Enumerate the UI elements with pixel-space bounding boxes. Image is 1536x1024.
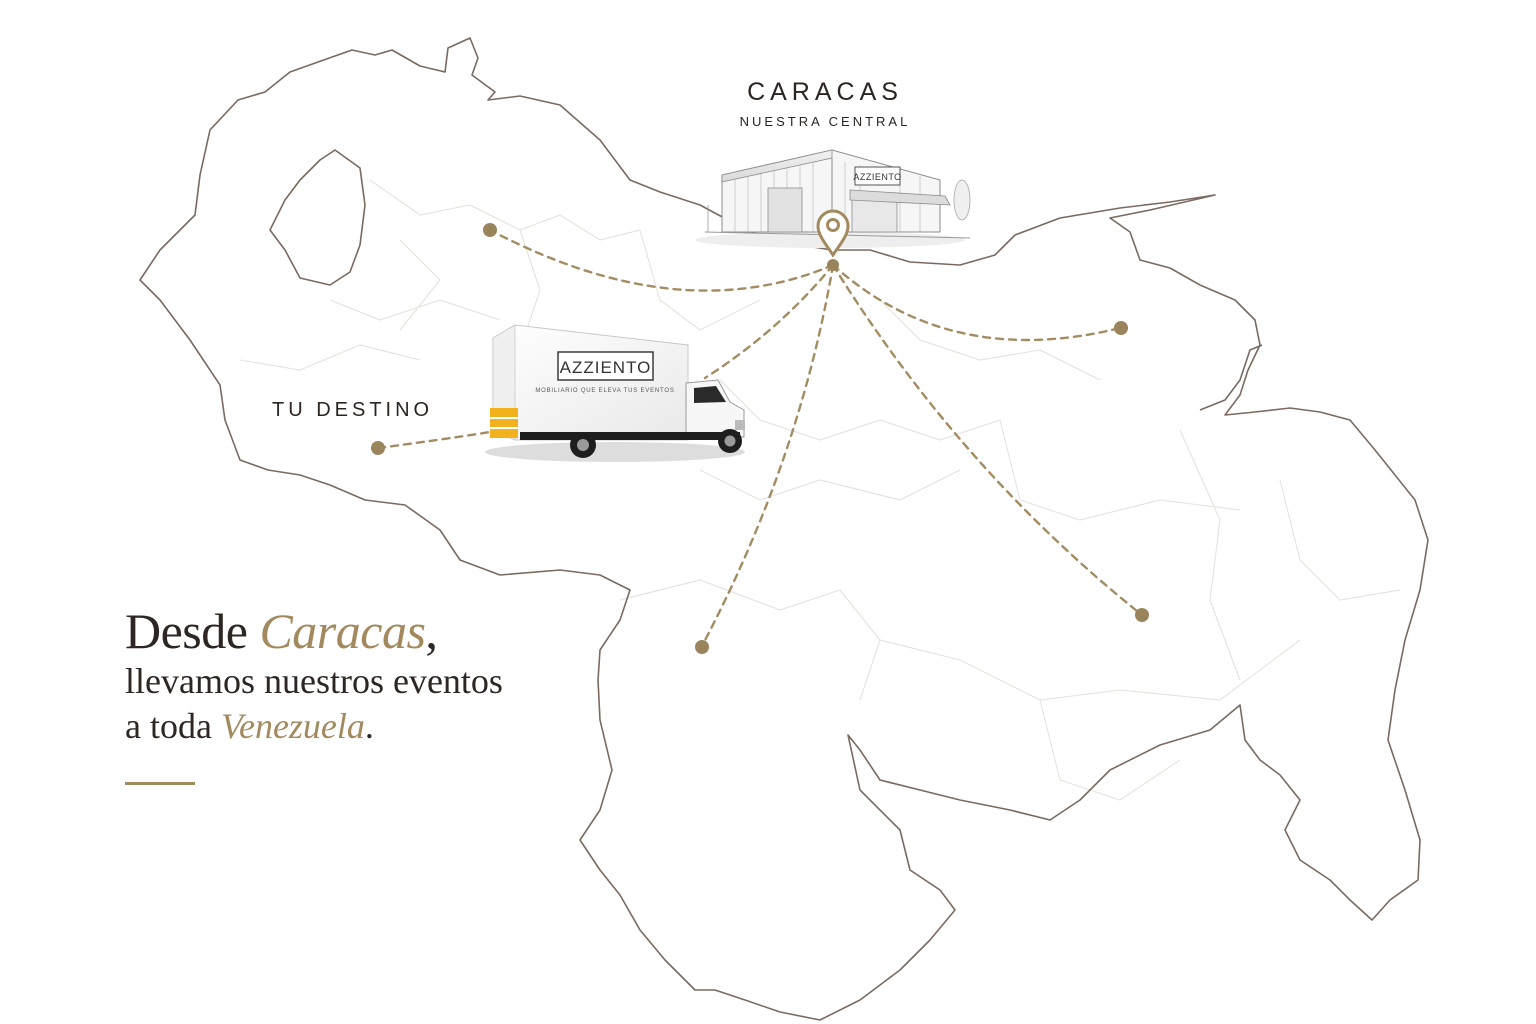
delivery-truck-illustration: AZZIENTO MOBILIARIO QUE ELEVA TUS EVENTO… — [485, 324, 745, 462]
caracas-subtitle: NUESTRA CENTRAL — [739, 114, 911, 129]
lake-maracaibo — [269, 149, 366, 286]
route-east — [831, 263, 1122, 342]
headline-prefix: Desde — [125, 603, 260, 659]
delivery-routes — [376, 228, 1144, 648]
route-west — [488, 228, 835, 292]
destination-dot-east — [1114, 321, 1128, 335]
destination-dot-south — [695, 640, 709, 654]
tu-destino-label: TU DESTINO — [272, 399, 434, 421]
accent-divider — [125, 782, 195, 785]
caracas-title: CARACAS — [747, 78, 903, 106]
headline-line3-prefix: a toda — [125, 706, 221, 746]
destination-dot-southeast — [1135, 608, 1149, 622]
route-south — [700, 263, 835, 648]
headline-line-3: a toda Venezuela. — [125, 704, 503, 749]
route-truck — [703, 263, 835, 380]
caracas-hub-dot — [827, 259, 839, 271]
headline-accent-venezuela: Venezuela — [220, 706, 365, 746]
truck-tagline: MOBILIARIO QUE ELEVA TUS EVENTOS — [535, 388, 674, 394]
warehouse-logo: AZZIENTO — [853, 172, 901, 182]
headline-line-1: Desde Caracas, — [125, 603, 503, 659]
route-southeast — [831, 263, 1144, 617]
orinoco-delta — [1199, 344, 1263, 411]
headline-line-2: llevamos nuestros eventos — [125, 661, 503, 701]
destination-dot-west — [483, 223, 497, 237]
headline: Desde Caracas, llevamos nuestros eventos… — [125, 603, 503, 749]
route-destination — [376, 430, 492, 450]
headline-comma: , — [425, 603, 438, 659]
tu-destino-dot — [371, 441, 385, 455]
truck-logo: AZZIENTO — [560, 358, 652, 377]
warehouse-illustration: AZZIENTO — [695, 149, 971, 248]
map-pin-icon[interactable] — [816, 209, 850, 258]
headline-accent-caracas: Caracas — [259, 603, 426, 659]
headline-period: . — [364, 706, 374, 746]
